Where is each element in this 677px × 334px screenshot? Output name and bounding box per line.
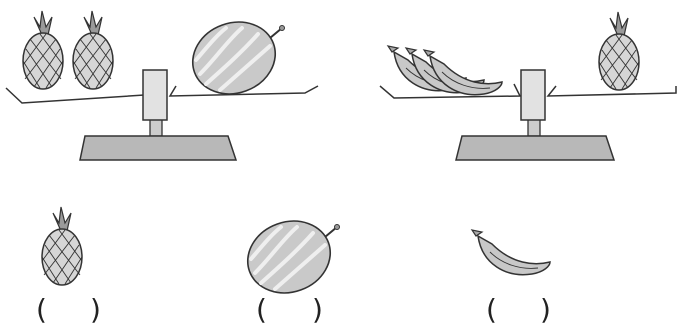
- answer-pineapple-icon: [42, 207, 82, 285]
- scale-pointer: [143, 70, 167, 120]
- balance-scale-1: [6, 11, 318, 160]
- answer-open-paren-1: (: [36, 296, 47, 324]
- watermelon-icon: [183, 11, 286, 106]
- answer-close-paren-1: ): [90, 296, 101, 324]
- answer-close-paren-2: ): [312, 296, 323, 324]
- answer-watermelon-icon: [238, 210, 341, 305]
- pineapple-icon: [599, 12, 639, 90]
- answer-open-paren-3: (: [486, 296, 497, 324]
- balance-scale-2: [380, 12, 676, 160]
- answer-open-paren-2: (: [256, 296, 267, 324]
- pineapple-icon: [23, 11, 63, 89]
- scale-base: [80, 136, 236, 160]
- pineapple-icon: [73, 11, 113, 89]
- scale-base: [456, 136, 614, 160]
- left-pan: [6, 84, 160, 103]
- answer-close-paren-3: ): [540, 296, 551, 324]
- answer-banana-icon: [472, 230, 550, 275]
- scale-pointer: [521, 70, 545, 120]
